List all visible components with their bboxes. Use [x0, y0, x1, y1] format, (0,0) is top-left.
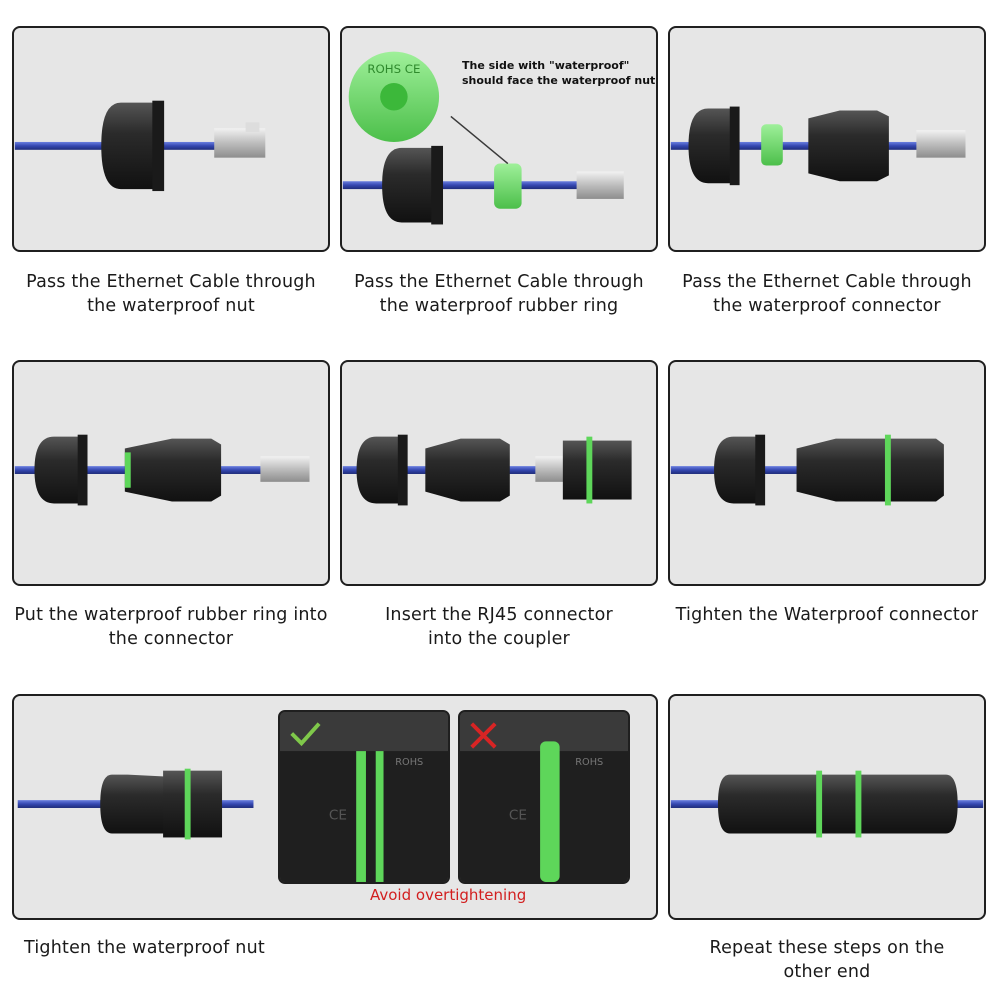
- ring-orientation-note-line1: The side with "waterproof": [462, 59, 630, 72]
- waterproof-nut: [34, 436, 84, 504]
- step-1-caption-line2: the waterproof nut: [87, 296, 255, 316]
- waterproof-nut: [382, 147, 438, 223]
- rj45-plug: [916, 130, 966, 158]
- ring-orientation-note: The side with "waterproof" should face t…: [462, 58, 655, 88]
- step-4-image: [12, 360, 330, 586]
- step-2-caption-line2: the waterproof rubber ring: [379, 296, 619, 316]
- emboss-mark: CE: [509, 807, 527, 823]
- step-2-caption-line1: Pass the Ethernet Cable through: [354, 272, 644, 292]
- step-8-image: [668, 694, 986, 920]
- waterproof-nut: [688, 108, 736, 184]
- step-2-image: ROHS CE: [340, 26, 658, 252]
- rubber-ring: [494, 163, 522, 209]
- step-5-caption-line2: into the coupler: [428, 629, 570, 649]
- cross-icon: [470, 722, 497, 749]
- step-7-caption-line1: Tighten the waterproof nut: [24, 938, 265, 958]
- waterproof-connector: [796, 438, 944, 502]
- step-4-caption-line1: Put the waterproof rubber ring into: [14, 605, 328, 625]
- rj45-plug: [260, 456, 310, 482]
- step-3-image: [668, 26, 986, 252]
- step-8-caption-line1: Repeat these steps on the: [709, 938, 945, 958]
- step-3-caption: Pass the Ethernet Cable through the wate…: [668, 270, 986, 318]
- step-1-image: [12, 26, 330, 252]
- step-1-caption: Pass the Ethernet Cable through the wate…: [12, 270, 330, 318]
- step-8-caption: Repeat these steps on the other end: [668, 936, 986, 984]
- assembled-connector: [100, 774, 166, 834]
- step-3-caption-line2: the waterproof connector: [713, 296, 941, 316]
- ethernet-cable: [342, 181, 584, 190]
- ring-zoom-text: ROHS CE: [367, 62, 420, 76]
- waterproof-connector: [808, 110, 889, 182]
- rj45-plug: [535, 456, 565, 482]
- waterproof-connector: [425, 438, 510, 502]
- assembled-coupling: [717, 774, 958, 834]
- step-4-caption: Put the waterproof rubber ring into the …: [2, 603, 340, 651]
- step-1-caption-line1: Pass the Ethernet Cable through: [26, 272, 316, 292]
- correct-tightness-inset: CE ROHS: [278, 710, 450, 884]
- step-8-caption-line2: other end: [783, 962, 871, 982]
- ring-orientation-note-line2: should face the waterproof nut: [462, 74, 656, 87]
- step-5-caption: Insert the RJ45 connector into the coupl…: [340, 603, 658, 651]
- emboss-mark: CE: [329, 807, 347, 823]
- ethernet-cable: [670, 141, 927, 150]
- check-icon: [290, 722, 321, 747]
- step-6-caption: Tighten the Waterproof connector: [660, 603, 994, 627]
- rj45-plug: [214, 128, 266, 158]
- step-4-caption-line2: the connector: [108, 629, 234, 649]
- emboss-top: ROHS: [575, 757, 603, 768]
- rj45-plug: [576, 171, 624, 199]
- waterproof-nut: [714, 436, 762, 504]
- coupler: [562, 440, 632, 500]
- overtightened-inset: CE ROHS: [458, 710, 630, 884]
- step-6-caption-line1: Tighten the Waterproof connector: [675, 605, 979, 625]
- emboss-top: ROHS: [395, 757, 423, 768]
- step-2-caption: Pass the Ethernet Cable through the wate…: [340, 270, 658, 318]
- waterproof-connector: [124, 438, 222, 502]
- rubber-ring: [761, 124, 783, 166]
- step-5-image: [340, 360, 658, 586]
- step-7-caption: Tighten the waterproof nut: [12, 936, 294, 960]
- waterproof-nut: [356, 436, 404, 504]
- step-6-image: [668, 360, 986, 586]
- step-5-caption-line1: Insert the RJ45 connector: [385, 605, 613, 625]
- overtightening-warning: Avoid overtightening: [370, 886, 527, 904]
- step-3-caption-line1: Pass the Ethernet Cable through: [682, 272, 972, 292]
- waterproof-nut: [101, 102, 163, 190]
